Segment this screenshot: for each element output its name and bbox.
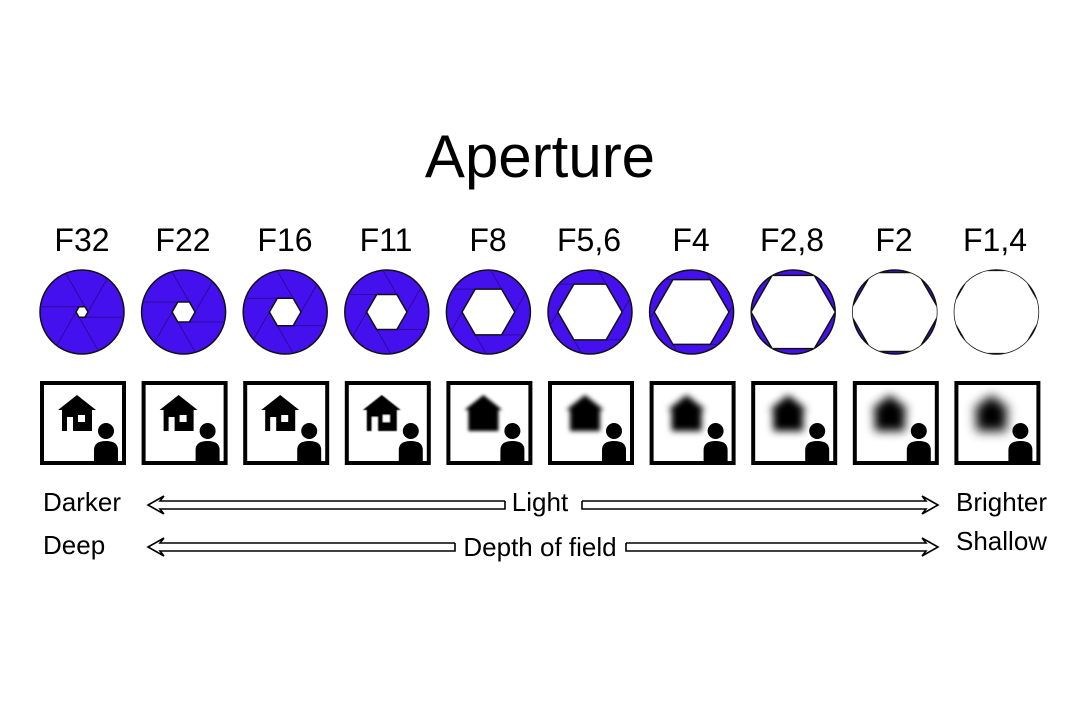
aperture-icon [445,269,532,355]
aperture-row [39,269,1040,355]
house-icon [870,395,909,431]
aperture-opening [171,301,196,323]
fstop-label: F32 [54,222,110,258]
scene-frame [344,381,431,465]
fstop-label: F16 [257,222,313,258]
fstop-label: F11 [359,222,413,258]
scene-frame [446,381,533,465]
scene-frame [40,381,126,465]
dof-scale-left: Deep [43,530,106,560]
light-scale-left: Darker [43,487,122,517]
aperture-opening [556,283,624,341]
aperture-icon [547,269,633,355]
house-icon [58,395,96,431]
right-arrow [625,537,940,557]
scene-frame [852,381,939,465]
person-icon [703,423,728,461]
aperture-blade-lines [446,270,531,354]
house-icon [159,395,198,431]
house-icon [464,395,503,431]
aperture-icon [953,269,1040,355]
scene-frame [141,381,228,465]
person-icon [195,423,220,461]
aperture-icon [344,269,430,355]
right-arrow [581,495,940,515]
aperture-icon [648,269,735,355]
diagram-title: Aperture [424,123,656,190]
left-arrow [146,537,456,557]
person-icon [297,423,322,461]
aperture-opening [461,288,516,336]
person-icon [1008,423,1033,461]
house-icon [769,395,808,431]
fstop-label: F1,4 [962,222,1028,258]
person-icon [94,423,118,461]
house-icon [261,395,300,431]
scene-frame [649,381,736,465]
aperture-opening [653,278,730,346]
light-scale-right: Brighter [956,487,1048,517]
person-icon [398,423,423,461]
house-icon [667,395,706,431]
aperture-icon [242,269,328,355]
scale-arrows [146,495,940,557]
scene-frame [243,381,330,465]
aperture-opening [365,293,408,331]
person-icon [602,423,626,461]
house-icon [566,395,604,431]
fstop-label: F2,8 [759,222,825,258]
fstop-label: F22 [155,222,211,258]
scene-frame [954,381,1041,465]
house-icon [362,395,401,431]
light-scale-center: Light [507,486,573,518]
person-icon [906,423,931,461]
aperture-opening [268,297,302,327]
fstop-label: F4 [672,222,710,258]
scene-frame [751,381,838,465]
fstop-label: F2 [875,222,913,258]
scene-row [40,381,1041,465]
aperture-icon [39,269,125,355]
fstop-label: F8 [469,222,507,258]
scene-frame [548,381,634,465]
person-icon [500,423,525,461]
fstop-label: F5,6 [556,222,622,258]
aperture-blade-lines [548,270,632,354]
aperture-opening [954,270,1039,354]
left-arrow [146,495,506,515]
dof-scale-right: Shallow [956,526,1048,556]
house-icon [972,395,1011,431]
aperture-opening [75,306,89,318]
dof-scale-center: Depth of field [459,531,621,563]
person-icon [805,423,830,461]
